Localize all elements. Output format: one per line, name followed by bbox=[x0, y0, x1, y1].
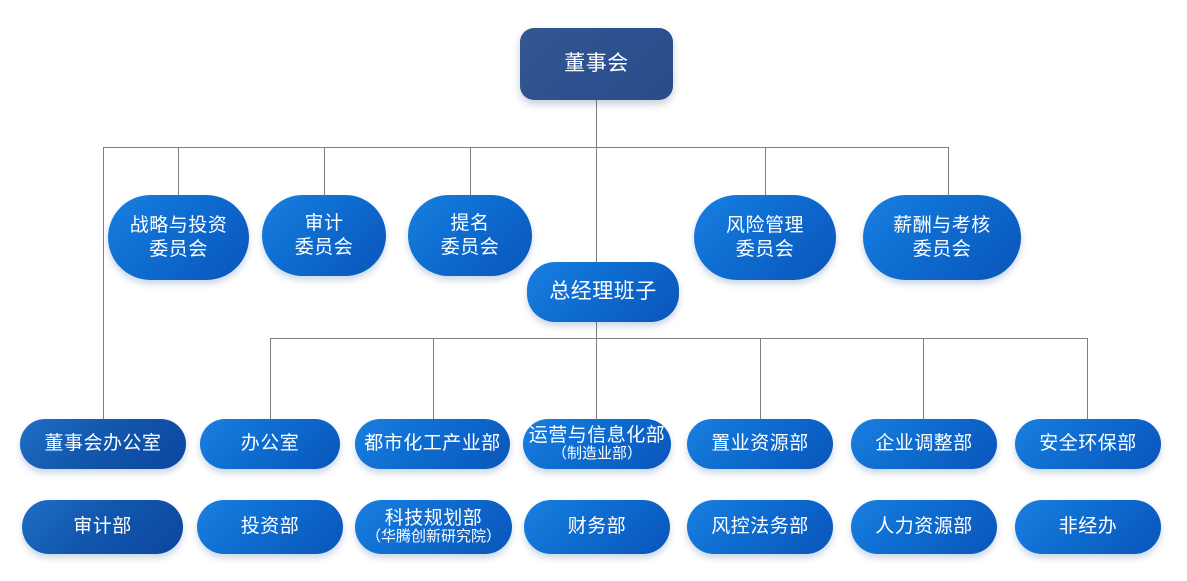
node-committee-nomination[interactable]: 提名 委员会 bbox=[408, 195, 532, 276]
node-dept-non-operating-office[interactable]: 非经办 bbox=[1015, 500, 1161, 554]
node-label: 审计 委员会 bbox=[294, 213, 354, 258]
node-label: 置业资源部 bbox=[711, 433, 809, 455]
node-label: 战略与投资 委员会 bbox=[129, 215, 228, 260]
node-dept-finance[interactable]: 财务部 bbox=[524, 500, 670, 554]
node-dept-property-resources[interactable]: 置业资源部 bbox=[687, 419, 833, 469]
node-committee-audit[interactable]: 审计 委员会 bbox=[262, 195, 386, 276]
connector-drop-committee-3 bbox=[765, 147, 766, 197]
node-general-manager-team[interactable]: 总经理班子 bbox=[527, 262, 679, 322]
connector-gm-stem bbox=[596, 322, 597, 339]
node-dept-operations-informatization[interactable]: 运营与信息化部 （制造业部） bbox=[523, 419, 671, 469]
node-label: 都市化工产业部 bbox=[364, 433, 501, 455]
node-label: 提名 委员会 bbox=[440, 213, 500, 258]
node-label: 企业调整部 bbox=[875, 433, 973, 455]
node-dept-audit[interactable]: 审计部 bbox=[22, 500, 183, 554]
connector-drop-committee-1 bbox=[324, 147, 325, 197]
connector-drop-dept-2 bbox=[596, 338, 597, 419]
node-label: 非经办 bbox=[1058, 516, 1118, 538]
connector-root-stem bbox=[596, 100, 597, 148]
node-dept-risk-control-legal[interactable]: 风控法务部 bbox=[687, 500, 833, 554]
node-label: 董事会办公室 bbox=[44, 433, 162, 455]
node-label: 办公室 bbox=[240, 433, 300, 455]
node-label: 审计部 bbox=[73, 516, 132, 538]
connector-drop-dept-0 bbox=[270, 338, 271, 419]
node-label: 财务部 bbox=[567, 516, 627, 538]
node-dept-urban-chemical-industry[interactable]: 都市化工产业部 bbox=[355, 419, 510, 469]
node-label: 运营与信息化部 （制造业部） bbox=[528, 424, 666, 463]
node-dept-office[interactable]: 办公室 bbox=[200, 419, 340, 469]
node-dept-board-office[interactable]: 董事会办公室 bbox=[20, 419, 186, 469]
connector-department-bus bbox=[270, 338, 1088, 339]
node-label: 董事会 bbox=[564, 51, 629, 76]
connector-drop-committee-4 bbox=[948, 147, 949, 197]
connector-drop-dept-4 bbox=[923, 338, 924, 419]
node-label: 科技规划部 （华腾创新研究院） bbox=[365, 507, 501, 546]
connector-committee-bus bbox=[103, 147, 949, 148]
node-label: 安全环保部 bbox=[1039, 433, 1137, 455]
node-committee-compensation-appraisal[interactable]: 薪酬与考核 委员会 bbox=[863, 195, 1021, 280]
node-dept-investment[interactable]: 投资部 bbox=[197, 500, 343, 554]
node-label: 薪酬与考核 委员会 bbox=[893, 215, 991, 260]
node-committee-strategy-investment[interactable]: 战略与投资 委员会 bbox=[108, 195, 249, 280]
node-dept-enterprise-restructuring[interactable]: 企业调整部 bbox=[851, 419, 997, 469]
node-label: 风控法务部 bbox=[711, 516, 809, 538]
node-dept-technology-planning[interactable]: 科技规划部 （华腾创新研究院） bbox=[355, 500, 512, 554]
connector-drop-board-office bbox=[103, 147, 104, 419]
node-committee-risk-management[interactable]: 风险管理 委员会 bbox=[694, 195, 836, 280]
node-board-of-directors[interactable]: 董事会 bbox=[520, 28, 673, 100]
connector-drop-dept-1 bbox=[433, 338, 434, 419]
connector-drop-committee-0 bbox=[178, 147, 179, 197]
connector-drop-dept-3 bbox=[760, 338, 761, 419]
node-label: 总经理班子 bbox=[549, 279, 657, 304]
node-dept-human-resources[interactable]: 人力资源部 bbox=[851, 500, 997, 554]
connector-drop-gm bbox=[596, 147, 597, 262]
connector-drop-committee-2 bbox=[470, 147, 471, 197]
node-label: 投资部 bbox=[240, 516, 300, 538]
connector-drop-dept-5 bbox=[1087, 338, 1088, 419]
node-label: 风险管理 委员会 bbox=[725, 215, 804, 260]
node-dept-safety-environment[interactable]: 安全环保部 bbox=[1015, 419, 1161, 469]
node-label: 人力资源部 bbox=[875, 516, 973, 538]
